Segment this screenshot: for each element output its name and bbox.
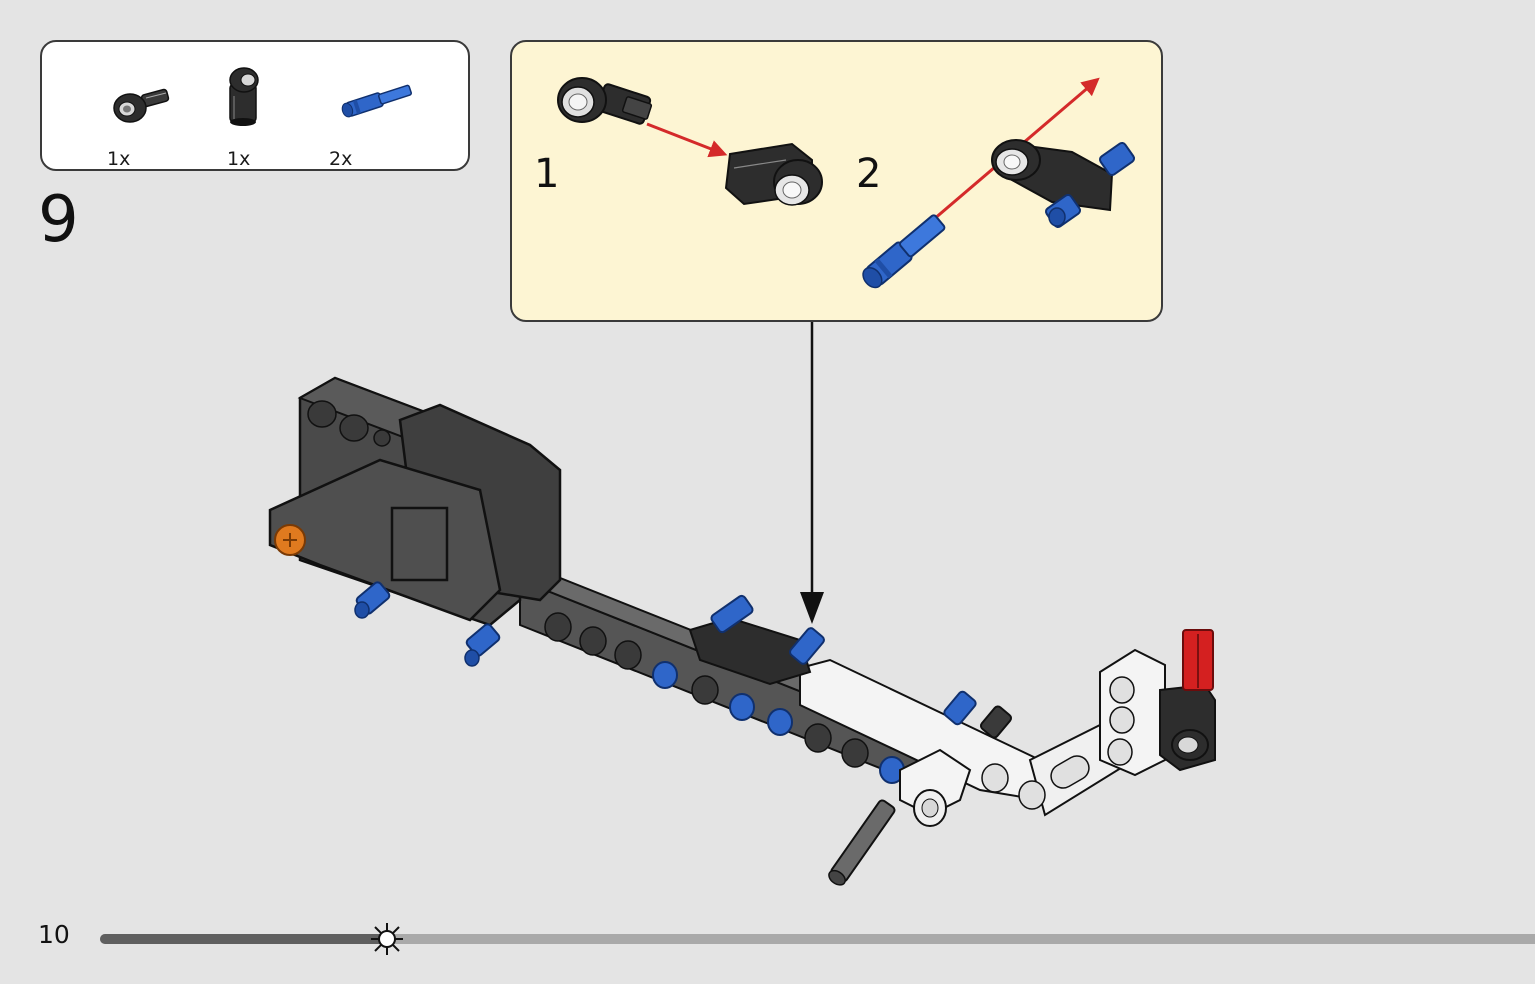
- grey-pin-icon: [979, 705, 1013, 739]
- progress-marker-icon: [371, 923, 403, 955]
- subassembly-illustration: [557, 77, 1136, 289]
- angled-connector-icon: [724, 142, 823, 206]
- axle-connector-icon: [557, 77, 653, 125]
- grey-axle-icon: [828, 799, 896, 886]
- page-number: 10: [38, 920, 70, 949]
- assembly-arrow-1: [646, 122, 728, 158]
- progress-fill: [100, 934, 387, 944]
- blue-pin-icon: [943, 690, 977, 726]
- hub-blue-pin-icon: [464, 623, 501, 667]
- progress-bar: [100, 923, 1535, 955]
- placed-angled-connector: [688, 594, 825, 686]
- hub-blue-pin-icon: [354, 581, 391, 619]
- part-angled-connector: 1x: [222, 62, 312, 170]
- hub-panel: [390, 506, 449, 582]
- part-quantity: 1x: [107, 148, 131, 170]
- angled-connector-icon: [229, 67, 259, 126]
- subassembly-callout: 1 2: [510, 40, 1163, 322]
- substep-label-1: 1: [534, 151, 560, 197]
- white-liftarm: [1099, 648, 1166, 777]
- dark-connector-right: [1159, 683, 1216, 772]
- angled-connector-assembled-icon: [991, 139, 1136, 229]
- substep-label-2: 2: [856, 151, 882, 197]
- part-quantity: 2x: [329, 148, 353, 170]
- parts-list-panel: 1x 1x 2x: [40, 40, 470, 171]
- red-axle-icon: [1182, 629, 1214, 691]
- white-angle-connector: [899, 748, 972, 827]
- hub-block: [268, 376, 562, 627]
- step-number: 9: [38, 183, 79, 257]
- part-axle-connector: 1x: [102, 62, 192, 170]
- placement-arrowhead: [800, 592, 824, 624]
- axle-pin-icon: [341, 84, 412, 118]
- part-quantity: 1x: [227, 148, 251, 170]
- axle-connector-icon: [113, 88, 170, 123]
- axle-pin-icon: [862, 214, 946, 289]
- part-axle-pin: 2x: [324, 62, 414, 170]
